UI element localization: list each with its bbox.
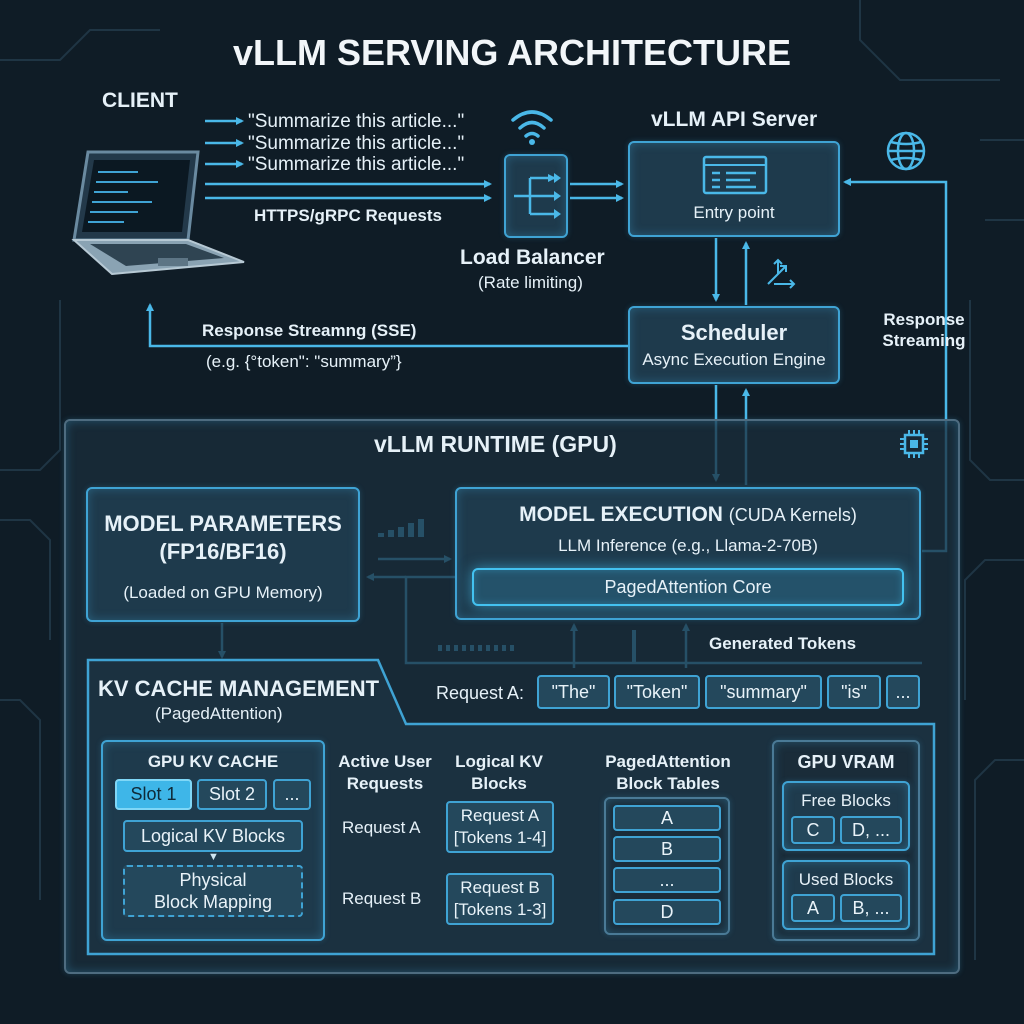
globe-icon: [886, 131, 926, 171]
load-balancer-box[interactable]: [504, 154, 568, 238]
physical-block-mapping: Physical Block Mapping: [123, 865, 303, 917]
runtime-label: vLLM RUNTIME (GPU): [374, 431, 617, 457]
scheduler-box[interactable]: Scheduler Async Execution Engine: [628, 306, 840, 384]
active-request-b: Request B: [342, 889, 422, 908]
active-requests-label: Active User Requests: [338, 752, 432, 793]
api-server-box[interactable]: Entry point: [628, 141, 840, 237]
response-streaming-label: Response Streaming: [882, 310, 966, 350]
model-exec-title: MODEL EXECUTION (CUDA Kernels): [457, 503, 919, 527]
logical-block-request-b: Request B [Tokens 1-3]: [446, 873, 554, 925]
wifi-icon: [511, 110, 553, 145]
protocol-label: HTTPS/gRPC Requests: [254, 206, 442, 225]
response-label: Response Streamng (SSE): [202, 321, 417, 340]
free-blocks-label: Free Blocks: [801, 791, 891, 810]
logical-kv-label: Logical KV Blocks: [455, 752, 543, 793]
api-server-label: vLLM API Server: [651, 108, 818, 131]
used-block: B, ...: [840, 894, 902, 922]
gpu-vram-label: GPU VRAM: [797, 752, 895, 772]
document-icon: [702, 155, 768, 195]
model-exec-label: MODEL EXECUTION: [519, 503, 723, 526]
kv-management-sub: (PagedAttention): [155, 704, 283, 723]
used-block: A: [791, 894, 835, 922]
token-chip: "summary": [705, 675, 822, 709]
model-exec-suffix: (CUDA Kernels): [728, 505, 857, 525]
model-execution-box[interactable]: MODEL EXECUTION (CUDA Kernels) LLM Infer…: [455, 487, 921, 620]
network-branch-icon: [514, 173, 561, 219]
pagedattention-core[interactable]: PagedAttention Core: [472, 568, 904, 606]
slot-1[interactable]: Slot 1: [115, 779, 192, 810]
token-chip: "Token": [614, 675, 700, 709]
scheduler-sub: Async Execution Engine: [642, 350, 826, 369]
response-example: (e.g. {°token": "summary”}: [206, 352, 402, 371]
logical-kv-blocks-chip: Logical KV Blocks: [123, 820, 303, 852]
client-request-2: "Summarize this article...": [248, 133, 465, 154]
block-table-row: D: [613, 899, 721, 925]
client-request-1: "Summarize this article...": [248, 111, 465, 132]
logical-block-request-a: Request A [Tokens 1-4]: [446, 801, 554, 853]
slot-more[interactable]: ...: [273, 779, 311, 810]
routing-icon: [767, 258, 796, 289]
client-label: CLIENT: [102, 89, 178, 112]
laptop-icon: [71, 150, 245, 275]
token-chip: "The": [537, 675, 610, 709]
block-table-row: B: [613, 836, 721, 862]
gpu-kv-cache-label: GPU KV CACHE: [147, 752, 279, 771]
slot-2[interactable]: Slot 2: [197, 779, 267, 810]
model-params-line1: MODEL PARAMETERS: [104, 511, 342, 536]
load-balancer-label: Load Balancer: [460, 246, 605, 269]
active-request-a: Request A: [342, 818, 421, 837]
model-params-line2: (FP16/BF16): [159, 539, 287, 564]
model-params-sub: (Loaded on GPU Memory): [123, 583, 323, 602]
token-chip: ...: [886, 675, 920, 709]
generated-tokens-label: Generated Tokens: [709, 634, 857, 653]
block-table-row: ...: [613, 867, 721, 893]
token-request-label: Request A:: [436, 683, 525, 703]
scheduler-label: Scheduler: [680, 320, 788, 345]
kv-management-label: KV CACHE MANAGEMENT: [98, 676, 380, 701]
page-title: vLLM SERVING ARCHITECTURE: [232, 32, 792, 73]
circuit-decoration: [0, 0, 1024, 960]
block-tables-label: PagedAttention Block Tables: [605, 752, 731, 793]
load-balancer-sub: (Rate limiting): [478, 273, 583, 292]
pagedattention-core-label: PagedAttention Core: [604, 577, 772, 597]
block-table-row: A: [613, 805, 721, 831]
chevron-down-icon: ▼: [208, 851, 219, 863]
used-blocks-label: Used Blocks: [798, 870, 894, 889]
free-block: C: [791, 816, 835, 844]
entry-point-label: Entry point: [693, 203, 775, 222]
model-exec-sub: LLM Inference (e.g., Llama-2-70B): [558, 536, 818, 555]
client-request-3: "Summarize this article...": [248, 154, 465, 175]
chip-icon: [900, 430, 928, 458]
model-parameters-box[interactable]: MODEL PARAMETERS (FP16/BF16) (Loaded on …: [86, 487, 360, 622]
token-chip: "is": [827, 675, 881, 709]
free-block: D, ...: [840, 816, 902, 844]
